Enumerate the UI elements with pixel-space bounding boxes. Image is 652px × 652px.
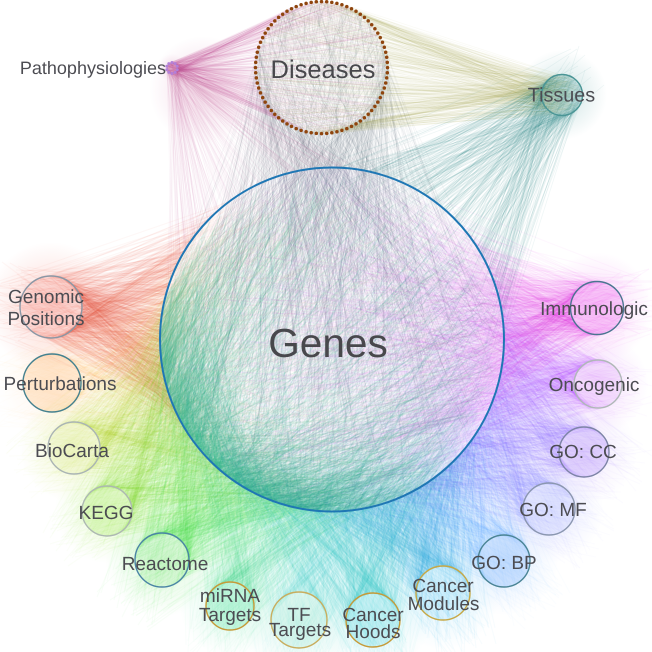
svg-text:BioCarta: BioCarta [35, 441, 109, 462]
svg-text:Genes: Genes [268, 320, 388, 366]
svg-text:Positions: Positions [7, 309, 84, 330]
svg-text:GO: MF: GO: MF [519, 500, 587, 521]
svg-text:GO: CC: GO: CC [549, 442, 617, 463]
svg-text:Pathophysiologies: Pathophysiologies [20, 58, 166, 78]
svg-text:Targets: Targets [269, 620, 331, 641]
svg-text:Genomic: Genomic [8, 287, 84, 308]
svg-text:Cancer: Cancer [342, 605, 404, 626]
svg-text:Modules: Modules [408, 594, 480, 615]
svg-text:Targets: Targets [199, 605, 261, 626]
svg-text:Diseases: Diseases [271, 56, 376, 84]
svg-text:Perturbations: Perturbations [3, 374, 116, 395]
svg-text:Oncogenic: Oncogenic [549, 375, 640, 396]
svg-text:Cancer: Cancer [412, 576, 474, 597]
svg-text:KEGG: KEGG [79, 503, 134, 524]
svg-text:Tissues: Tissues [528, 85, 596, 107]
svg-text:GO: BP: GO: BP [471, 553, 536, 574]
svg-text:Immunologic: Immunologic [540, 299, 648, 320]
svg-text:Reactome: Reactome [122, 554, 209, 575]
svg-text:Hoods: Hoods [346, 622, 401, 643]
svg-text:miRNA: miRNA [200, 586, 260, 607]
svg-text:TF: TF [287, 605, 310, 626]
